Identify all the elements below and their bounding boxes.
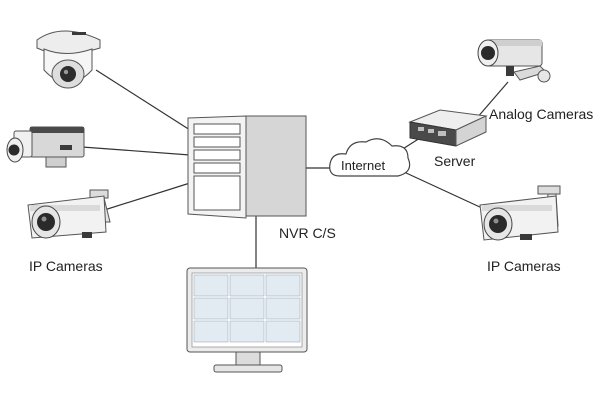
ip-cameras-left-label: IP Cameras: [29, 258, 103, 274]
box-camera-icon: [6, 126, 85, 168]
ip-cameras-right-label: IP Cameras: [487, 258, 561, 274]
analog-cameras-label: Analog Cameras: [489, 106, 594, 122]
cloud-icon: [329, 138, 411, 177]
bullet-camera-icon: [479, 185, 561, 241]
internet-label: Internet: [341, 158, 386, 173]
monitor-icon: [186, 267, 308, 373]
link-bullet-to-nvr: [97, 182, 191, 213]
link-dome-to-nvr: [95, 69, 191, 131]
video-server-icon: [408, 109, 488, 147]
nvr-label: NVR C/S: [279, 225, 336, 241]
server-tower-icon: [187, 115, 307, 219]
link-internet-to-bullet: [403, 171, 483, 209]
bullet-camera-icon: [27, 189, 111, 239]
link-box-to-nvr: [81, 146, 191, 156]
analog-camera-icon: [477, 39, 551, 83]
server-label: Server: [434, 153, 476, 169]
dome-camera-icon: [36, 30, 101, 89]
